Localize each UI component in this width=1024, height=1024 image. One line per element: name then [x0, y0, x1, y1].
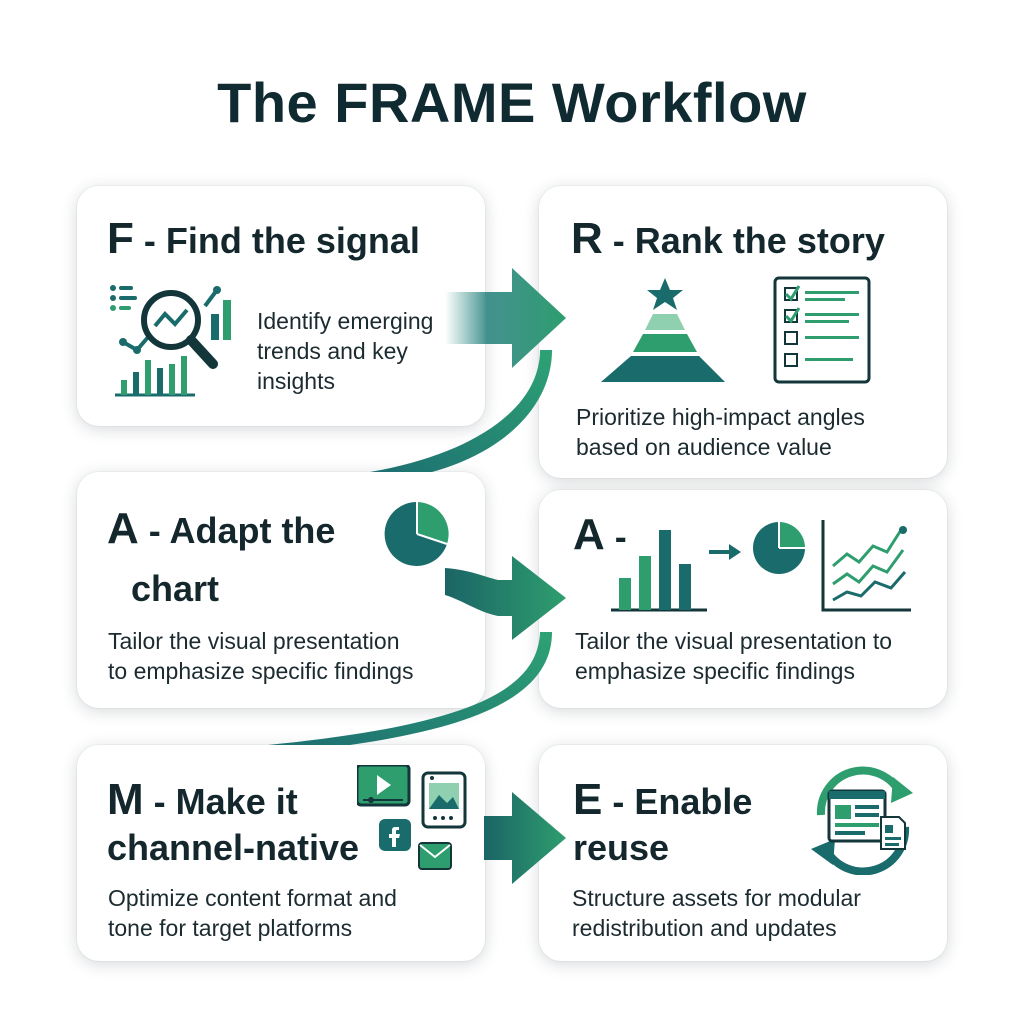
pyramid-checklist-icon — [599, 274, 879, 386]
card-enable-reuse: E - Enable reuse Structure assets for mo… — [539, 745, 947, 961]
card-description: Optimize content format and tone for tar… — [108, 885, 397, 941]
magnifier-chart-icon — [105, 280, 265, 400]
card-adapt-the-chart: A - Adapt the chart Tailor the visual pr… — [77, 472, 485, 708]
bar-to-pie-to-line-icon — [611, 516, 917, 612]
card-description: Prioritize high-impact angles based on a… — [576, 404, 865, 460]
card-title: - — [614, 516, 627, 557]
card-title: - Find the signal — [143, 220, 420, 261]
card-description: Tailor the visual presentation to emphas… — [108, 628, 414, 684]
card-heading: R - Rank the story — [571, 214, 885, 265]
card-heading: A - Adapt the — [107, 504, 335, 555]
card-title-line2: chart — [131, 568, 220, 609]
card-rank-the-story: R - Rank the story Prioritize — [539, 186, 947, 478]
social-channels-icon — [357, 765, 469, 877]
card-description: Tailor the visual presentation to emphas… — [575, 628, 893, 684]
card-heading: E - Enable — [573, 775, 752, 826]
card-adapt-visual: A - Tailor the visual presentation to em… — [539, 490, 947, 708]
card-letter: M — [107, 775, 144, 824]
card-letter: A — [573, 510, 605, 559]
card-description: Identify emerging trends and key insight… — [257, 308, 434, 394]
card-letter: R — [571, 214, 603, 263]
card-title: - Enable — [612, 781, 753, 822]
card-heading: M - Make it — [107, 775, 298, 826]
reuse-cycle-icon — [801, 765, 925, 875]
card-make-it-channel-native: M - Make it channel-native Optimize cont… — [77, 745, 485, 961]
pie-chart-icon — [381, 498, 453, 570]
card-description: Structure assets for modular redistribut… — [572, 885, 861, 941]
card-letter: E — [573, 775, 603, 824]
page-title: The FRAME Workflow — [217, 71, 807, 134]
card-title: - Adapt the — [148, 510, 336, 551]
card-title: - Rank the story — [612, 220, 885, 261]
card-letter: A — [107, 504, 139, 553]
card-heading: F - Find the signal — [107, 214, 420, 265]
card-title-line2: channel-native — [107, 827, 360, 868]
card-title: - Make it — [153, 781, 298, 822]
card-title-line2: reuse — [573, 827, 670, 868]
card-letter: F — [107, 214, 134, 263]
card-find-the-signal: F - Find the signal — [77, 186, 485, 426]
card-heading: A - — [573, 510, 627, 561]
